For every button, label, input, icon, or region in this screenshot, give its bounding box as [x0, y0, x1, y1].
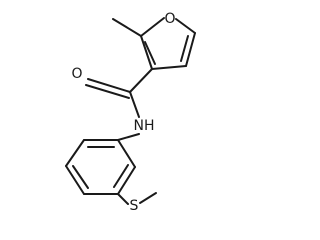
bond-c4-c5-inner — [180, 35, 189, 62]
bond-b6-b1 — [117, 139, 136, 168]
thioether-sulfur-label: S — [130, 198, 139, 214]
bond-s-methyl — [139, 192, 157, 204]
furan-ring — [140, 17, 196, 70]
bond-c2-c3 — [140, 35, 153, 70]
bond-b2-b3 — [65, 139, 85, 167]
bond-ring-s — [117, 193, 129, 205]
amide-nitrogen-label: NH — [134, 118, 155, 134]
amide-group — [85, 68, 153, 141]
bond-c5-o — [175, 18, 196, 34]
bond-c4-c5 — [185, 32, 196, 67]
carbonyl-oxygen-label: O — [71, 66, 82, 82]
bond-b5-b6 — [117, 166, 136, 195]
bond-c2-c3-inner — [144, 41, 156, 65]
bond-carbonyl-double-b — [85, 84, 130, 99]
bond-b3-b4-inner — [72, 165, 89, 189]
bond-carbonyl-n — [129, 91, 140, 118]
benzene-ring — [65, 139, 136, 195]
bond-n-aryl — [117, 133, 140, 141]
bond-c3-c4 — [151, 65, 187, 70]
bond-o-c2 — [140, 17, 165, 37]
bond-c3-carbonyl — [129, 68, 153, 93]
molecule-structure-diagram: O O NH S — [65, 11, 196, 214]
bond-b3-b4 — [65, 165, 85, 195]
bond-b5-b6-inner — [113, 164, 129, 188]
bond-methyl-furan — [112, 18, 142, 37]
furan-oxygen-label: O — [164, 11, 175, 27]
methylthio-group — [117, 192, 157, 205]
bond-carbonyl-double-a — [87, 78, 131, 93]
